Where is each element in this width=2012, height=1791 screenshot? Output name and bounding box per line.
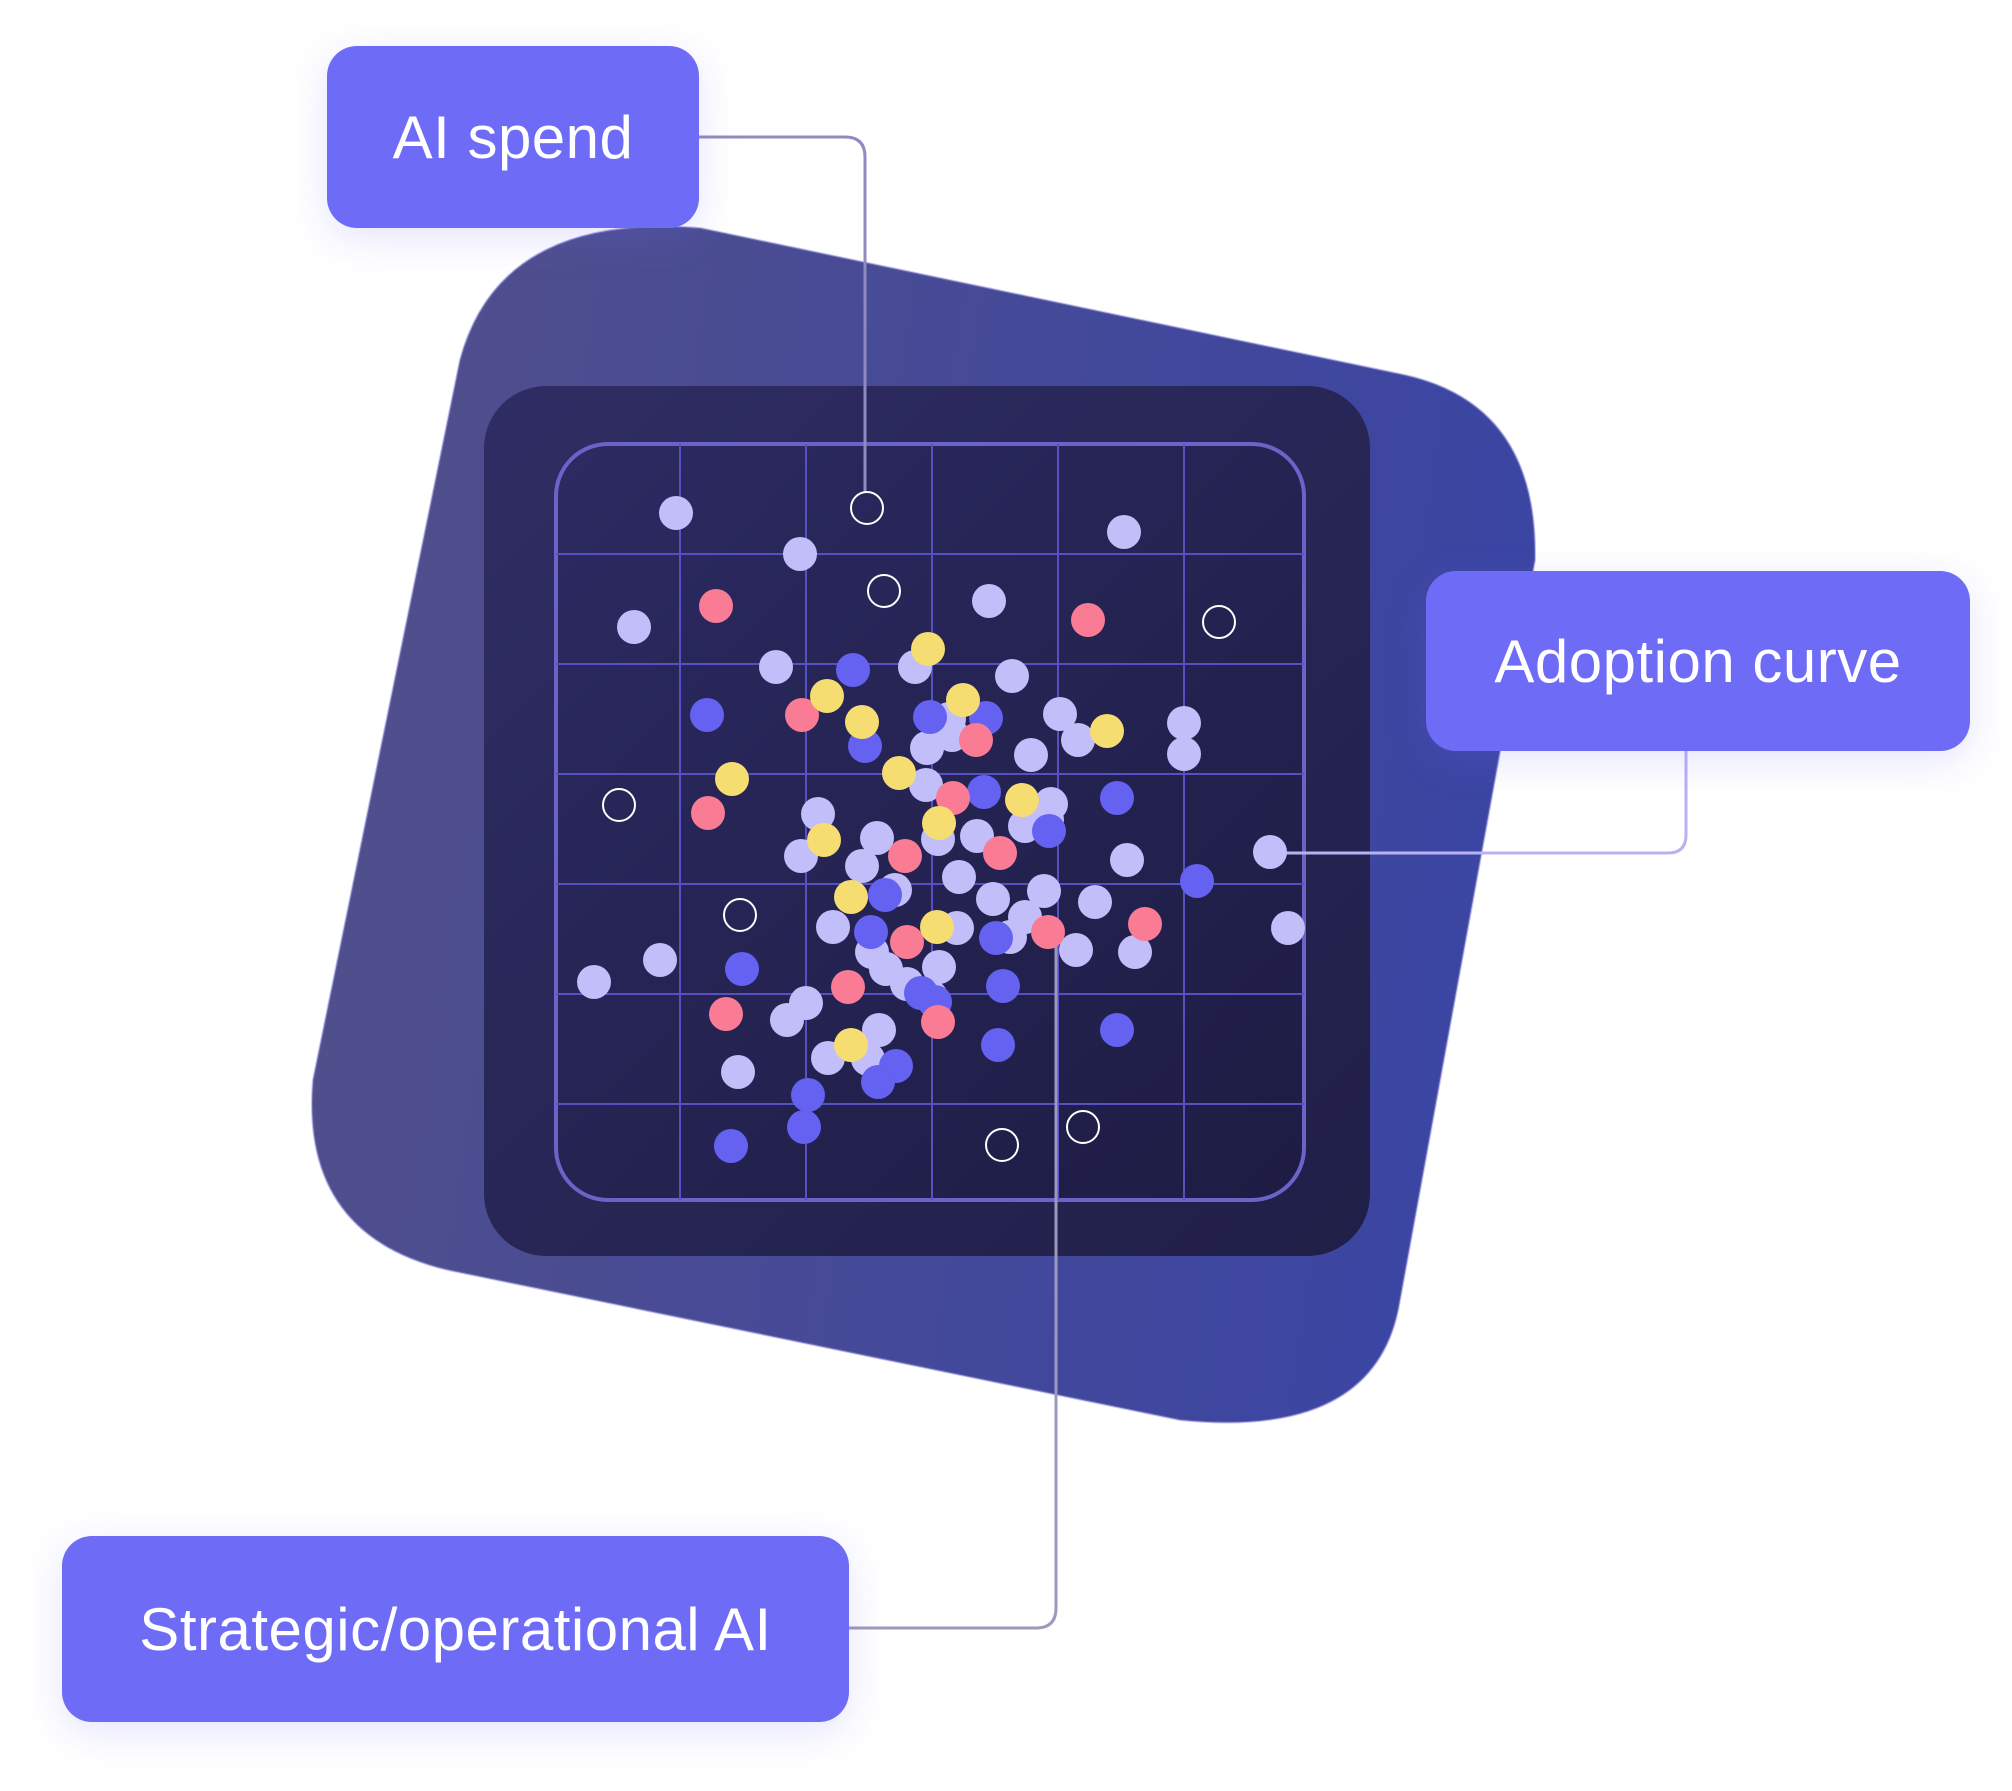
label-ai-spend: AI spend xyxy=(327,46,699,228)
dot-lavender-3 xyxy=(1107,515,1141,549)
dot-lavender-40 xyxy=(1118,935,1152,969)
dot-yellow-95 xyxy=(1090,714,1124,748)
dot-lavender-17 xyxy=(909,768,943,802)
dot-lavender-5 xyxy=(972,584,1006,618)
dot-pink-86 xyxy=(1031,915,1065,949)
dot-pink-84 xyxy=(983,836,1017,870)
dot-yellow-101 xyxy=(834,880,868,914)
label-adoption-curve: Adoption curve xyxy=(1426,571,1970,751)
dot-indigo-61 xyxy=(1032,814,1066,848)
label-strategic-operational-ai: Strategic/operational AI xyxy=(62,1536,849,1722)
dot-indigo-56 xyxy=(913,700,947,734)
dot-yellow-100 xyxy=(807,823,841,857)
label-ai-spend-text: AI spend xyxy=(392,103,634,171)
dot-indigo-73 xyxy=(791,1078,825,1112)
dot-hollow-109 xyxy=(985,1128,1019,1162)
dot-yellow-99 xyxy=(922,806,956,840)
dot-lavender-8 xyxy=(995,659,1029,693)
dot-indigo-59 xyxy=(967,775,1001,809)
connector-lines xyxy=(697,135,1688,1630)
dot-indigo-63 xyxy=(868,878,902,912)
dot-lavender-28 xyxy=(845,849,879,883)
dot-hollow-105 xyxy=(867,574,901,608)
dot-hollow-108 xyxy=(723,898,757,932)
dot-pink-82 xyxy=(691,796,725,830)
label-strategic-text: Strategic/operational AI xyxy=(139,1595,772,1663)
dot-indigo-74 xyxy=(787,1110,821,1144)
dot-lavender-35 xyxy=(1271,911,1305,945)
dot-lavender-43 xyxy=(922,950,956,984)
connector-ai-spend xyxy=(697,135,867,492)
dot-lavender-46 xyxy=(770,1003,804,1037)
dot-pink-83 xyxy=(888,839,922,873)
dot-indigo-54 xyxy=(836,653,870,687)
scatter-dots xyxy=(577,491,1305,1163)
dot-lavender-14 xyxy=(910,731,944,765)
dot-hollow-110 xyxy=(1066,1110,1100,1144)
dot-pink-88 xyxy=(831,970,865,1004)
dot-indigo-66 xyxy=(725,952,759,986)
dot-pink-87 xyxy=(1128,907,1162,941)
dot-pink-89 xyxy=(709,997,743,1031)
dot-hollow-107 xyxy=(602,788,636,822)
dot-lavender-39 xyxy=(1059,933,1093,967)
dot-indigo-62 xyxy=(1180,864,1214,898)
dot-lavender-31 xyxy=(1027,874,1061,908)
dot-indigo-67 xyxy=(986,969,1020,1003)
dot-indigo-72 xyxy=(861,1065,895,1099)
dot-lavender-16 xyxy=(1061,723,1095,757)
dot-lavender-47 xyxy=(862,1013,896,1047)
dot-lavender-19 xyxy=(801,797,835,831)
dot-indigo-70 xyxy=(981,1028,1015,1062)
dot-lavender-6 xyxy=(759,650,793,684)
dot-indigo-69 xyxy=(1100,1013,1134,1047)
dot-indigo-65 xyxy=(979,921,1013,955)
dot-yellow-96 xyxy=(882,756,916,790)
dot-yellow-94 xyxy=(845,705,879,739)
dot-lavender-11 xyxy=(1167,737,1201,771)
dot-lavender-15 xyxy=(1014,738,1048,772)
dot-indigo-75 xyxy=(714,1129,748,1163)
dot-hollow-106 xyxy=(1202,605,1236,639)
dot-lavender-37 xyxy=(643,943,677,977)
dot-lavender-49 xyxy=(721,1055,755,1089)
dot-lavender-26 xyxy=(1110,843,1144,877)
dot-pink-85 xyxy=(890,925,924,959)
dot-yellow-98 xyxy=(1005,783,1039,817)
dot-lavender-20 xyxy=(860,821,894,855)
dot-lavender-4 xyxy=(617,610,651,644)
dot-lavender-30 xyxy=(976,882,1010,916)
dot-lavender-2 xyxy=(783,537,817,571)
dot-yellow-91 xyxy=(911,632,945,666)
dot-yellow-103 xyxy=(834,1028,868,1062)
dot-hollow-104 xyxy=(850,491,884,525)
dot-lavender-10 xyxy=(1167,706,1201,740)
dot-pink-78 xyxy=(1071,603,1105,637)
connector-strategic xyxy=(847,938,1058,1630)
dot-lavender-9 xyxy=(1043,697,1077,731)
dot-lavender-29 xyxy=(942,860,976,894)
label-adoption-curve-text: Adoption curve xyxy=(1494,627,1902,695)
dot-lavender-27 xyxy=(1253,835,1287,869)
dot-yellow-97 xyxy=(715,762,749,796)
dot-indigo-64 xyxy=(854,915,888,949)
dot-lavender-36 xyxy=(577,965,611,999)
dot-lavender-32 xyxy=(1078,885,1112,919)
dot-pink-80 xyxy=(959,723,993,757)
dot-pink-79 xyxy=(785,698,819,732)
dot-indigo-60 xyxy=(1100,781,1134,815)
dot-pink-90 xyxy=(921,1005,955,1039)
dot-lavender-1 xyxy=(659,496,693,530)
connector-adoption-curve xyxy=(1266,749,1688,855)
dot-yellow-102 xyxy=(920,910,954,944)
dot-lavender-33 xyxy=(816,910,850,944)
dot-yellow-93 xyxy=(810,679,844,713)
dot-yellow-92 xyxy=(946,683,980,717)
dot-pink-77 xyxy=(699,589,733,623)
dot-pink-81 xyxy=(936,781,970,815)
dot-indigo-55 xyxy=(690,698,724,732)
